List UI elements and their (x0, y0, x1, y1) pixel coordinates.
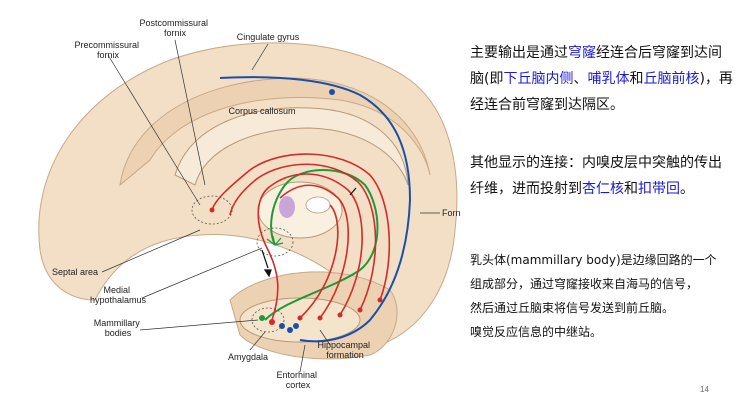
label-mammillary: Mammillary bodies (94, 318, 143, 338)
leader-lines (101, 39, 440, 373)
label-corpus-callosum: Corpus callosum (228, 106, 295, 116)
p1-text-e: 、 (573, 71, 588, 87)
note-line: 然后通过丘脑束将信号发送到前丘脑。 (470, 301, 675, 315)
page-number: 14 (700, 385, 709, 394)
corpus-callosum-shape (174, 107, 409, 186)
label-septal: Septal area (52, 267, 98, 277)
blue-node-bottom (287, 327, 293, 333)
label-hippocampal: Hippocampal formation (317, 340, 372, 360)
white-oval (305, 196, 331, 214)
connections-paragraph: 其他显示的连接：内嗅皮层中突触的传出纤维，进而投射到杏仁核和扣带回。 (470, 150, 735, 202)
label-precommissural: Precommissural fornix (74, 40, 141, 60)
note-line: 组成部分，通过穹窿接收来自海马的信号， (470, 277, 699, 291)
label-entorhinal: Entorhinal cortex (276, 370, 319, 390)
term-mammillary: 哺乳体 (587, 71, 630, 87)
blue-node-top (329, 89, 335, 95)
p1-text-c: 经连合后穹窿到达间脑(即 (470, 45, 722, 87)
p2-text-e: 。 (680, 181, 694, 197)
p2-text-c: 和 (624, 181, 638, 197)
output-paragraph: 主要输出是通过穹窿经连合后穹窿到达间脑(即下丘脑内侧、哺乳体和丘脑前核)，再经连… (470, 40, 735, 118)
mammillary-note: 乳头体(mammillary body)是边缘回路的一个 组成部分，通过穹窿接收… (470, 248, 738, 344)
thalamus-purple-spot (279, 196, 295, 218)
green-tract (264, 169, 379, 321)
p1-text-g: 和 (629, 71, 644, 87)
term-anterior-thalamus: 丘脑前核 (643, 71, 700, 87)
term-amygdala: 杏仁核 (582, 181, 624, 197)
p1-text-a: 主要输出是通过 (470, 45, 568, 61)
label-medial-hypo: Medial hypothalamus (90, 285, 147, 305)
note-line: 嗅觉反应信息的中继站。 (470, 325, 603, 339)
green-terminal-cluster (266, 235, 284, 246)
p2-text-a: 其他显示的连接：内嗅皮层中突触的传出纤维，进而投射到 (470, 155, 722, 197)
mammillary-dashed-circle (251, 307, 285, 333)
red-axon-terminals (209, 207, 383, 321)
black-arrows (261, 187, 357, 278)
mammillary-dots (259, 315, 299, 329)
label-fornix: Fornix (442, 208, 460, 218)
label-postcommissural: Postcommissural fornix (139, 18, 210, 38)
label-cingulate: Cingulate gyrus (237, 32, 300, 42)
term-medial-hypothalamus: 下丘脑内侧 (503, 71, 574, 87)
cingulate-gyrus-shape (119, 77, 431, 187)
hypothalamus-dashed-circle (256, 227, 294, 257)
term-fornix: 穹窿 (568, 45, 596, 61)
blue-tract (219, 76, 412, 343)
red-fornix-fibers (211, 153, 391, 321)
p1-text-i: )，再经连合前穹窿到达隔区。 (470, 71, 733, 113)
term-cingulate: 扣带回 (638, 181, 680, 197)
label-amygdala: Amygdala (228, 352, 268, 362)
limbic-fornix-diagram: Postcommissural fornix Precommissural fo… (38, 18, 460, 390)
note-line: 乳头体(mammillary body)是边缘回路的一个 (470, 253, 717, 267)
